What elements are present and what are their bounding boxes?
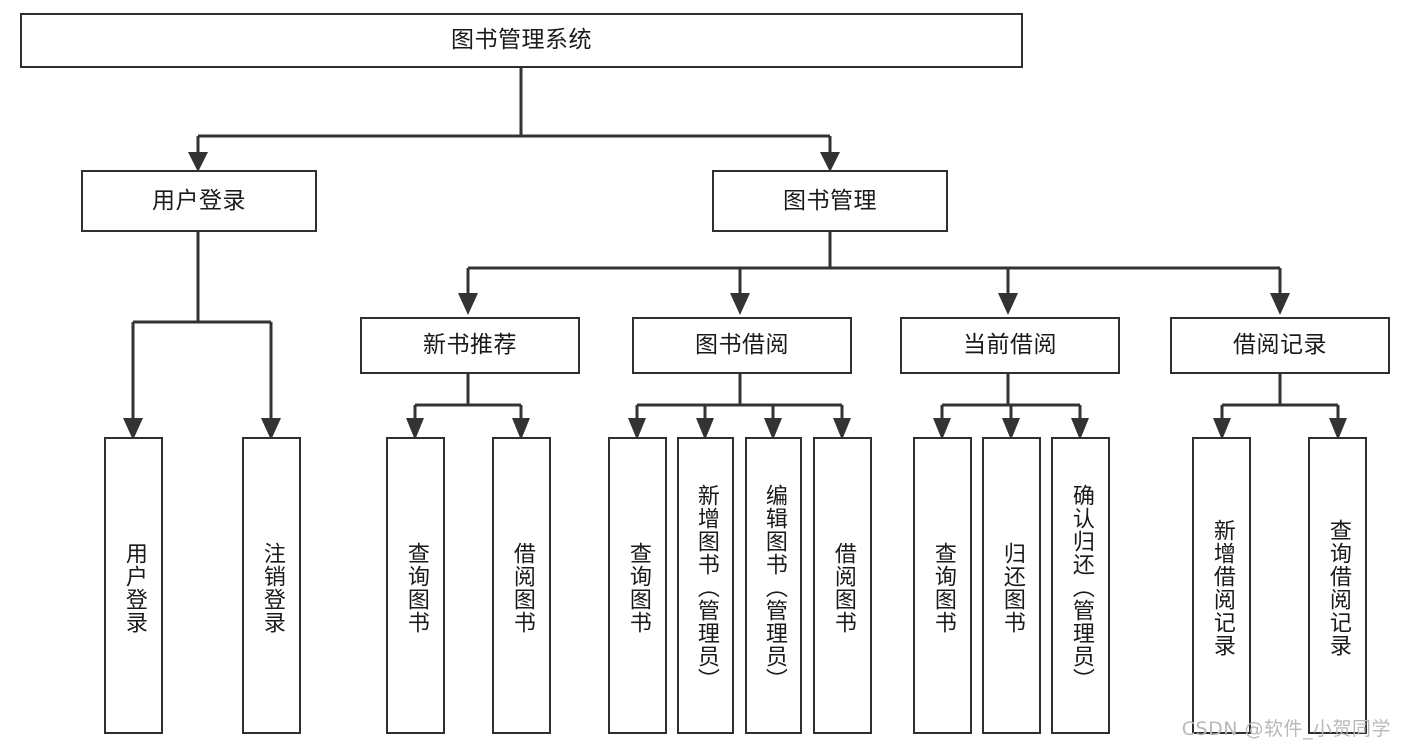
arrowhead-leaf-add-book xyxy=(696,418,714,440)
node-new-book-recommend-label: 新书推荐 xyxy=(423,332,517,359)
arrowhead-book-manage xyxy=(820,152,840,172)
node-leaf-query-book-2[interactable]: 查询图书 xyxy=(608,437,667,734)
arrowhead-leaf-query-book-1 xyxy=(406,418,424,440)
node-leaf-borrow-book-2[interactable]: 借阅图书 xyxy=(813,437,872,734)
arrowhead-leaf-borrow-book-2 xyxy=(833,418,851,440)
node-leaf-confirm-return[interactable]: 确认归还（管理员） xyxy=(1051,437,1110,734)
arrowheads xyxy=(123,152,1347,440)
arrowhead-leaf-user-logout xyxy=(261,418,281,440)
node-leaf-query-book-2-label: 查询图书 xyxy=(625,541,651,634)
arrowhead-leaf-add-record xyxy=(1213,418,1231,440)
node-current-borrow[interactable]: 当前借阅 xyxy=(900,317,1120,374)
arrowhead-new-book-recommend xyxy=(458,293,478,315)
arrowhead-leaf-confirm-return xyxy=(1071,418,1089,440)
arrowhead-book-borrow xyxy=(730,293,750,315)
arrowhead-leaf-edit-book xyxy=(764,418,782,440)
node-new-book-recommend[interactable]: 新书推荐 xyxy=(360,317,580,374)
arrowhead-leaf-return-book xyxy=(1002,418,1020,440)
node-borrow-record-label: 借阅记录 xyxy=(1233,332,1327,359)
node-book-manage[interactable]: 图书管理 xyxy=(712,170,948,232)
node-book-manage-label: 图书管理 xyxy=(783,187,877,214)
node-leaf-query-record-label: 查询借阅记录 xyxy=(1325,518,1351,657)
node-leaf-confirm-return-label: 确认归还（管理员） xyxy=(1068,484,1094,691)
node-leaf-query-book-1[interactable]: 查询图书 xyxy=(386,437,445,734)
arrowhead-user-login xyxy=(188,152,208,172)
node-borrow-record[interactable]: 借阅记录 xyxy=(1170,317,1390,374)
watermark-text: CSDN @软件_小贺同学 xyxy=(1181,718,1391,740)
arrowhead-leaf-query-book-3 xyxy=(933,418,951,440)
node-root[interactable]: 图书管理系统 xyxy=(20,13,1023,68)
node-leaf-borrow-book-1[interactable]: 借阅图书 xyxy=(492,437,551,734)
node-user-login-label: 用户登录 xyxy=(152,187,246,214)
arrowhead-current-borrow xyxy=(998,293,1018,315)
node-leaf-return-book[interactable]: 归还图书 xyxy=(982,437,1041,734)
node-leaf-add-record[interactable]: 新增借阅记录 xyxy=(1192,437,1251,734)
node-leaf-user-logout[interactable]: 注销登录 xyxy=(242,437,301,734)
arrowhead-leaf-user-login xyxy=(123,418,143,440)
node-root-label: 图书管理系统 xyxy=(451,27,592,54)
node-book-borrow-label: 图书借阅 xyxy=(695,332,789,359)
arrowhead-leaf-query-record xyxy=(1329,418,1347,440)
node-leaf-add-book-label: 新增图书（管理员） xyxy=(693,484,719,691)
arrowhead-leaf-query-book-2 xyxy=(628,418,646,440)
node-leaf-query-record[interactable]: 查询借阅记录 xyxy=(1308,437,1367,734)
node-leaf-add-record-label: 新增借阅记录 xyxy=(1209,518,1235,657)
node-current-borrow-label: 当前借阅 xyxy=(963,332,1057,359)
node-user-login[interactable]: 用户登录 xyxy=(81,170,317,232)
node-leaf-user-logout-label: 注销登录 xyxy=(259,541,285,634)
arrowhead-borrow-record xyxy=(1270,293,1290,315)
node-leaf-user-login[interactable]: 用户登录 xyxy=(104,437,163,734)
node-leaf-borrow-book-2-label: 借阅图书 xyxy=(830,541,856,634)
node-leaf-return-book-label: 归还图书 xyxy=(999,541,1025,634)
node-leaf-query-book-1-label: 查询图书 xyxy=(403,541,429,634)
node-leaf-user-login-label: 用户登录 xyxy=(121,541,147,634)
node-book-borrow[interactable]: 图书借阅 xyxy=(632,317,852,374)
node-leaf-query-book-3[interactable]: 查询图书 xyxy=(913,437,972,734)
node-leaf-edit-book[interactable]: 编辑图书（管理员） xyxy=(745,437,802,734)
node-leaf-query-book-3-label: 查询图书 xyxy=(930,541,956,634)
node-leaf-edit-book-label: 编辑图书（管理员） xyxy=(761,484,787,691)
arrowhead-leaf-borrow-book-1 xyxy=(512,418,530,440)
node-leaf-add-book[interactable]: 新增图书（管理员） xyxy=(677,437,734,734)
node-leaf-borrow-book-1-label: 借阅图书 xyxy=(509,541,535,634)
